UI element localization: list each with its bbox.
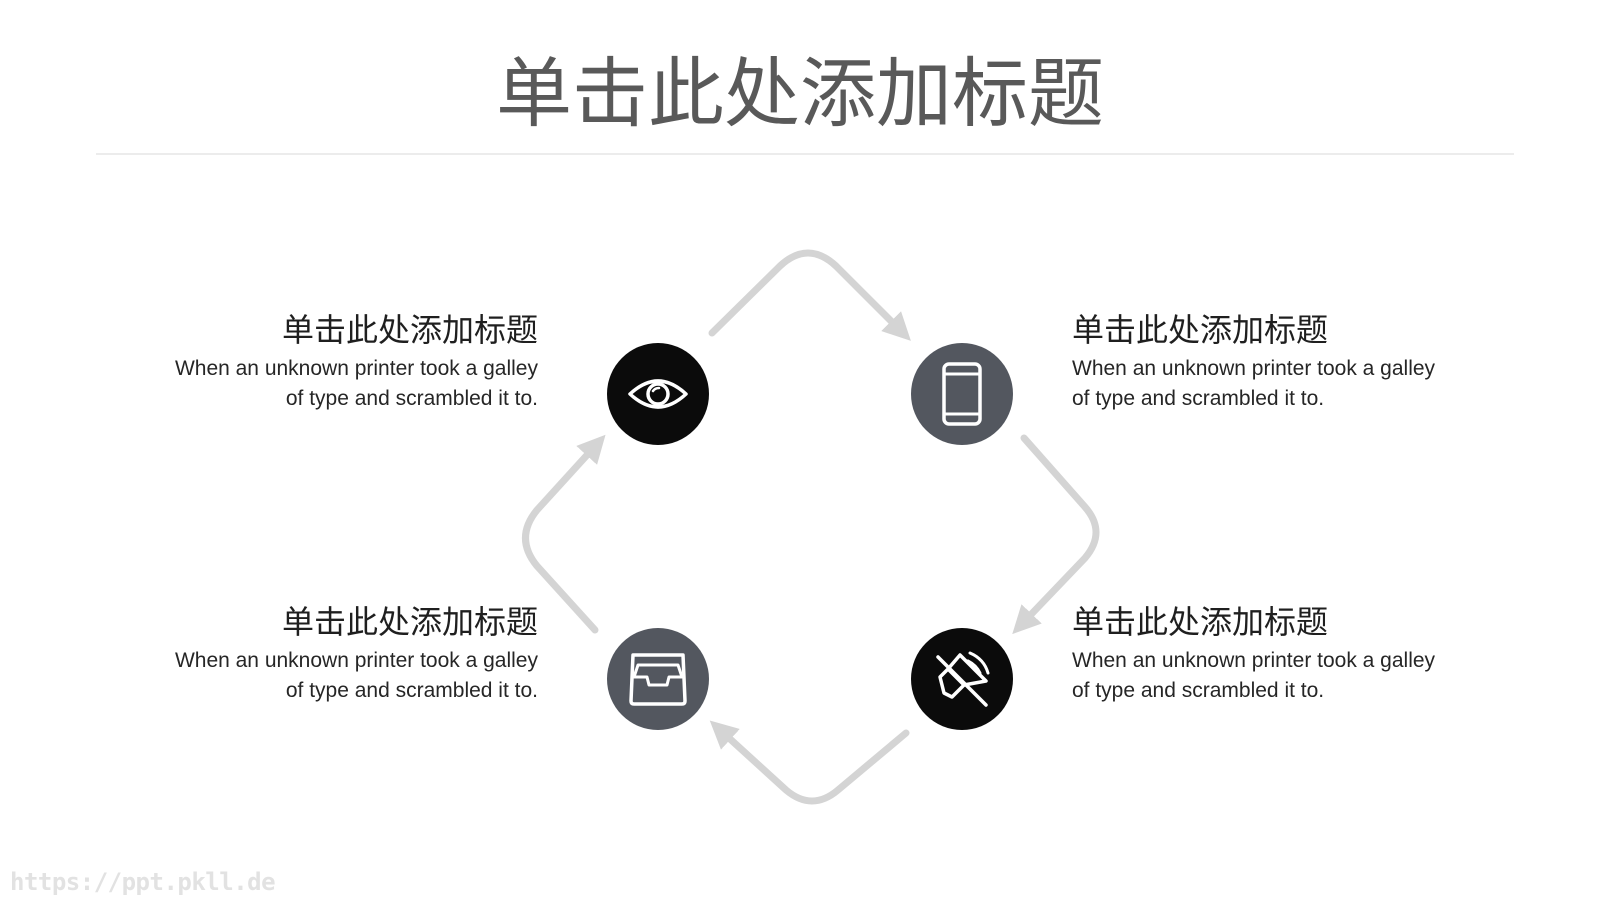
desc-line: of type and scrambled it to. (285, 387, 538, 410)
inbox-tray-node[interactable] (607, 628, 709, 730)
eye-node[interactable] (607, 343, 709, 445)
eye-icon (626, 362, 690, 426)
speaker-node[interactable] (911, 628, 1013, 730)
title-divider (96, 153, 1514, 155)
item-description[interactable]: When an unknown printer took a galley of… (1072, 646, 1492, 706)
arrow-left (522, 434, 606, 634)
item-bottom-left: 单击此处添加标题 When an unknown printer took a … (118, 602, 538, 706)
item-description[interactable]: When an unknown printer took a galley of… (1072, 354, 1492, 414)
smartphone-icon (937, 361, 987, 427)
item-bottom-right: 单击此处添加标题 When an unknown printer took a … (1072, 602, 1492, 706)
item-title[interactable]: 单击此处添加标题 (281, 603, 538, 641)
arrow-bottom (709, 720, 910, 805)
speaker-muted-icon (930, 647, 994, 711)
desc-line: When an unknown printer took a galley (1072, 649, 1436, 672)
item-description[interactable]: When an unknown printer took a galley of… (118, 354, 538, 414)
desc-line: of type and scrambled it to. (285, 679, 538, 702)
desc-line: When an unknown printer took a galley (174, 649, 538, 672)
item-description[interactable]: When an unknown printer took a galley of… (118, 646, 538, 706)
watermark-url: https://ppt.pkll.de (10, 868, 276, 896)
smartphone-node[interactable] (911, 343, 1013, 445)
item-title[interactable]: 单击此处添加标题 (281, 311, 538, 349)
item-top-left: 单击此处添加标题 When an unknown printer took a … (118, 310, 538, 414)
desc-line: of type and scrambled it to. (1072, 387, 1325, 410)
slide-title[interactable]: 单击此处添加标题 (496, 49, 1104, 138)
desc-line: of type and scrambled it to. (1072, 679, 1325, 702)
item-title[interactable]: 单击此处添加标题 (1072, 603, 1329, 641)
item-title[interactable]: 单击此处添加标题 (1072, 311, 1329, 349)
item-top-right: 单击此处添加标题 When an unknown printer took a … (1072, 310, 1492, 414)
desc-line: When an unknown printer took a galley (1072, 357, 1436, 380)
arrow-right (1012, 434, 1100, 635)
arrow-top (708, 249, 911, 341)
desc-line: When an unknown printer took a galley (174, 357, 538, 380)
inbox-tray-icon (627, 651, 689, 707)
